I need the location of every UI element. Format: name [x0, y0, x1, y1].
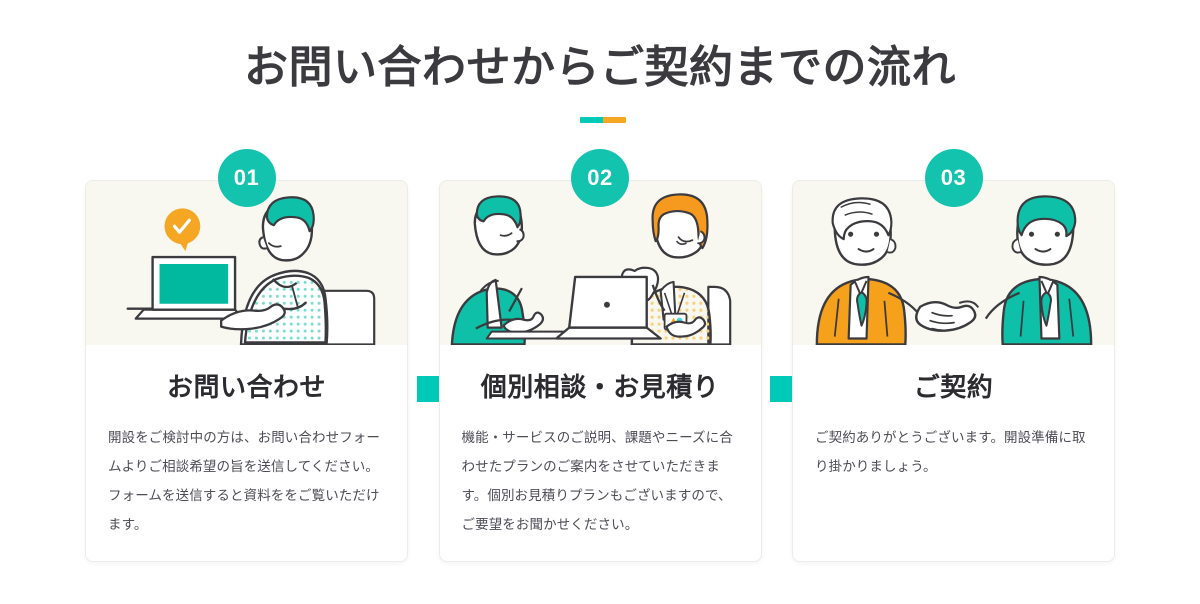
step-1-to-2-connector	[416, 376, 439, 402]
divider-right-segment	[603, 117, 626, 123]
divider-left-segment	[580, 117, 603, 123]
step-title-2: 個別相談・お見積り	[480, 372, 720, 402]
step-number-badge-1: 01	[217, 149, 276, 207]
step-title-1: お問い合わせ	[166, 372, 326, 402]
step-title-3: ご契約	[913, 372, 994, 402]
step-illustration-3	[793, 181, 1114, 345]
title-divider	[580, 117, 626, 123]
step-number-badge-3: 03	[924, 149, 983, 207]
steps-container: 01	[85, 149, 1115, 562]
step-card-3[interactable]: 03	[770, 149, 1115, 562]
step-illustration-2	[439, 181, 761, 345]
step-text-1: 開設をご検討中の方は、お問い合わせフォームよりご相談希望の旨を送信してください。…	[108, 430, 380, 533]
step-number-badge-2: 02	[571, 149, 629, 207]
step-illustration-1	[86, 181, 407, 345]
step-body-2: 個別相談・お見積り 機能・サービスのご説明、課題やニーズに合わせたプランのご案内…	[440, 345, 761, 539]
step-2-to-3-connector	[770, 376, 792, 402]
step-text-2: 機能・サービスのご説明、課題やニーズに合わせたプランのご案内をさせていただきます…	[461, 430, 733, 533]
step-body-1: お問い合わせ 開設をご検討中の方は、お問い合わせフォームよりご相談希望の旨を送信…	[86, 345, 407, 539]
step-card-2[interactable]: 02	[416, 149, 762, 562]
step-body-3: ご契約 ご契約ありがとうございます。開設準備に取り掛かりましょう。	[793, 345, 1114, 481]
step-text-3: ご契約ありがとうございます。開設準備に取り掛かりましょう。	[815, 430, 1086, 475]
page-title: お問い合わせからご契約までの流れ	[244, 43, 956, 92]
step-card-1[interactable]: 01	[85, 149, 408, 562]
